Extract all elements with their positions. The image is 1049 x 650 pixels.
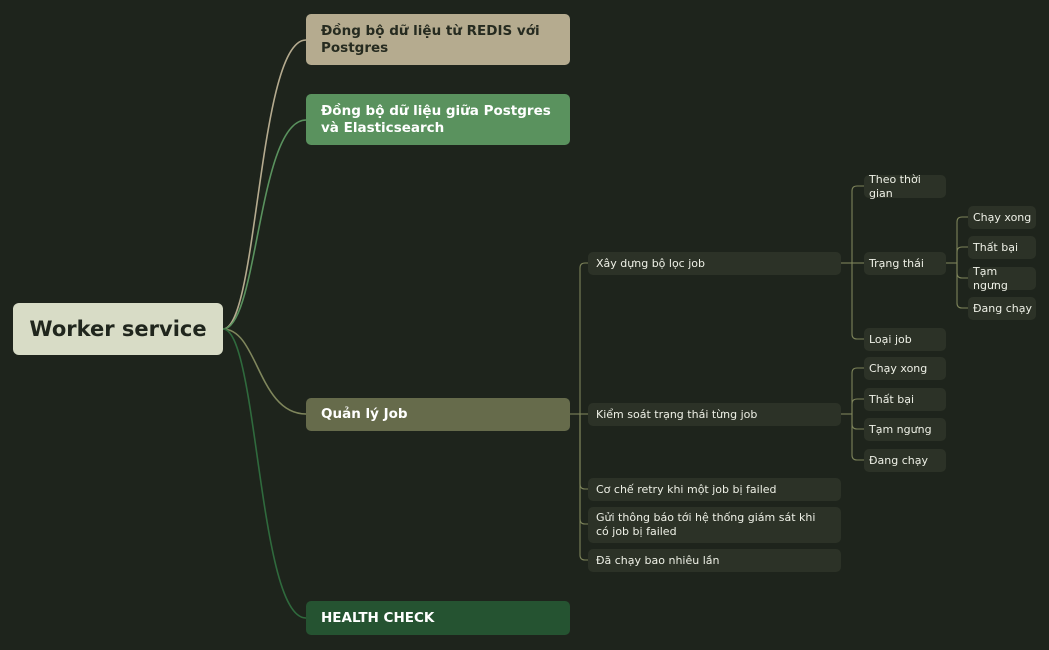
branch-redis-sync[interactable]: Đồng bộ dữ liệu từ REDIS với Postgres [306,14,570,65]
node-retry-label: Cơ chế retry khi một job bị failed [596,482,777,496]
link-control-paused [851,414,864,430]
node-control-running-label: Đang chạy [869,453,928,467]
branch-job-management-label: Quản lý Job [321,406,408,423]
node-status-done[interactable]: Chạy xong [968,206,1036,229]
node-retry[interactable]: Cơ chế retry khi một job bị failed [588,478,841,501]
link-job-retry [579,414,588,490]
node-control-running[interactable]: Đang chạy [864,449,946,472]
node-status-running-label: Đang chạy [973,301,1032,315]
link-filter-type [851,263,864,340]
node-status-control-label: Kiểm soát trạng thái từng job [596,407,758,421]
node-status-done-label: Chạy xong [973,210,1032,224]
node-filter-status[interactable]: Trạng thái [864,252,946,275]
link-root-es [222,119,307,330]
node-filter-job-type[interactable]: Loại job [864,328,946,351]
branch-redis-sync-label: Đồng bộ dữ liệu từ REDIS với Postgres [321,22,540,56]
node-control-done-label: Chạy xong [869,361,928,375]
node-status-control[interactable]: Kiểm soát trạng thái từng job [588,403,841,426]
node-run-count[interactable]: Đã chạy bao nhiêu lần [588,549,841,572]
link-job-notify [579,414,588,525]
node-job-filter[interactable]: Xây dựng bộ lọc job [588,252,841,275]
link-root-redis [222,39,307,330]
link-filter-time [851,185,864,263]
link-job-runcount [579,414,588,561]
node-control-paused-label: Tạm ngưng [869,422,932,436]
branch-es-sync[interactable]: Đồng bộ dữ liệu giữa Postgres và Elastic… [306,94,570,145]
node-status-paused-label: Tạm ngưng [973,264,1008,292]
link-root-health [222,328,307,619]
node-status-failed[interactable]: Thất bại [968,236,1036,259]
link-status-running [956,263,968,309]
link-status-failed [956,246,968,263]
node-filter-status-label: Trạng thái [869,256,924,270]
node-control-failed-label: Thất bại [869,392,915,406]
branch-health-check-label: HEALTH CHECK [321,609,435,626]
link-control-failed [851,398,864,414]
link-status-done [956,216,968,263]
branch-es-sync-label: Đồng bộ dữ liệu giữa Postgres và Elastic… [321,102,551,136]
node-filter-by-time[interactable]: Theo thời gian [864,172,946,200]
node-status-paused[interactable]: Tạm ngưng [968,264,1036,292]
root-label: Worker service [29,316,207,341]
link-status-paused [956,263,968,279]
link-control-running [851,414,864,461]
node-status-running[interactable]: Đang chạy [968,297,1036,320]
link-control-done [851,367,864,414]
node-control-paused[interactable]: Tạm ngưng [864,418,946,441]
branch-job-management[interactable]: Quản lý Job [306,398,570,431]
root-node[interactable]: Worker service [13,303,223,355]
node-control-failed[interactable]: Thất bại [864,388,946,411]
node-filter-by-time-label: Theo thời gian [869,172,921,200]
node-status-failed-label: Thất bại [973,240,1019,254]
link-job-filter [579,262,588,414]
branch-health-check[interactable]: HEALTH CHECK [306,601,570,635]
node-notify-label: Gửi thông báo tới hệ thống giám sát khi … [596,511,816,538]
node-run-count-label: Đã chạy bao nhiêu lần [596,553,720,567]
node-job-filter-label: Xây dựng bộ lọc job [596,256,705,270]
node-control-done[interactable]: Chạy xong [864,357,946,380]
node-notify[interactable]: Gửi thông báo tới hệ thống giám sát khi … [588,507,841,543]
link-root-job [222,328,307,415]
node-filter-job-type-label: Loại job [869,332,912,346]
